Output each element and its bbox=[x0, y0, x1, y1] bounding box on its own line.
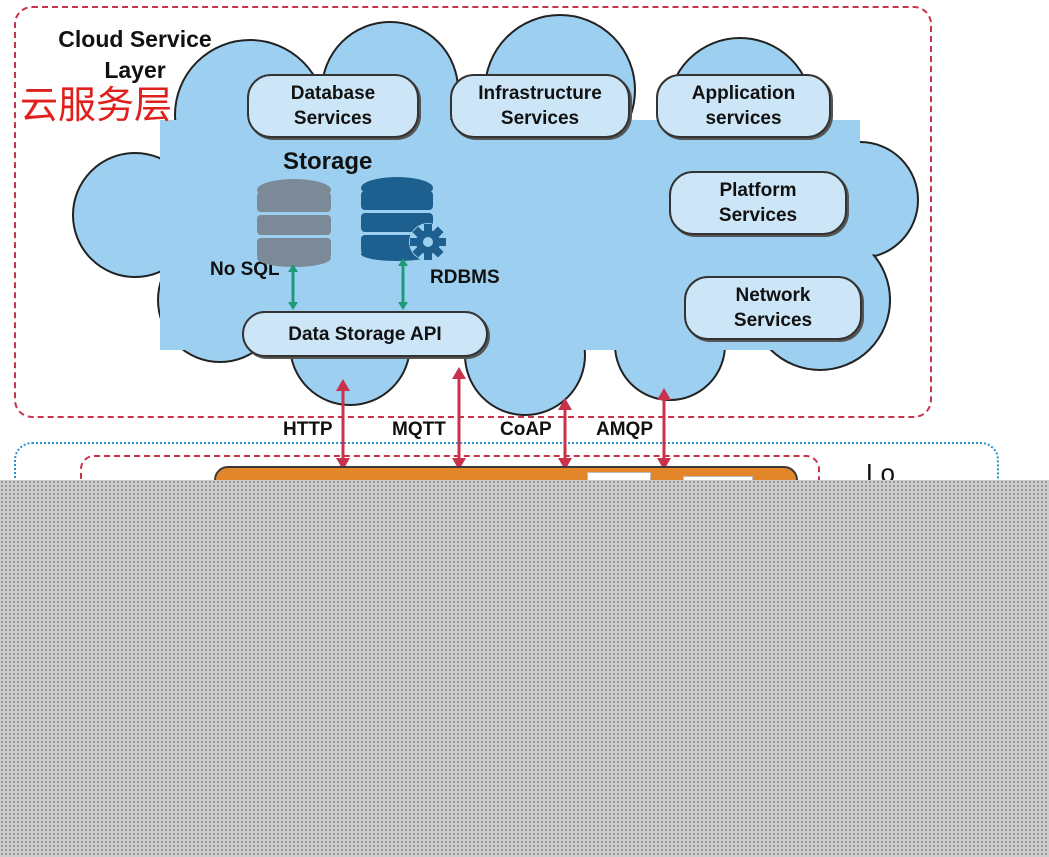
infrastructure-services-box: Infrastructure Services bbox=[450, 74, 630, 138]
rdbms-database-gear-icon bbox=[361, 177, 447, 261]
protocol-label: HTTP bbox=[283, 419, 333, 440]
rdbms-label: RDBMS bbox=[430, 267, 500, 288]
protocol-label: AMQP bbox=[596, 419, 653, 440]
cloud-layer-title-cn: 云服务层 bbox=[20, 85, 173, 127]
platform-services-box: Platform Services bbox=[669, 171, 847, 235]
nosql-database-icon bbox=[257, 179, 331, 267]
cloud-layer-frame bbox=[14, 6, 932, 418]
cloud-layer-title: Cloud Service Layer bbox=[58, 26, 212, 83]
storage-title: Storage bbox=[283, 148, 373, 175]
protocol-label: CoAP bbox=[500, 419, 552, 440]
database-services-box: Database Services bbox=[247, 74, 419, 138]
application-services-box: Application services bbox=[656, 74, 831, 138]
data-storage-api-box: Data Storage API bbox=[242, 311, 488, 357]
nosql-label: No SQL bbox=[210, 259, 280, 280]
network-services-box: Network Services bbox=[684, 276, 862, 340]
masked-region bbox=[0, 480, 1049, 857]
protocol-label: MQTT bbox=[392, 419, 446, 440]
